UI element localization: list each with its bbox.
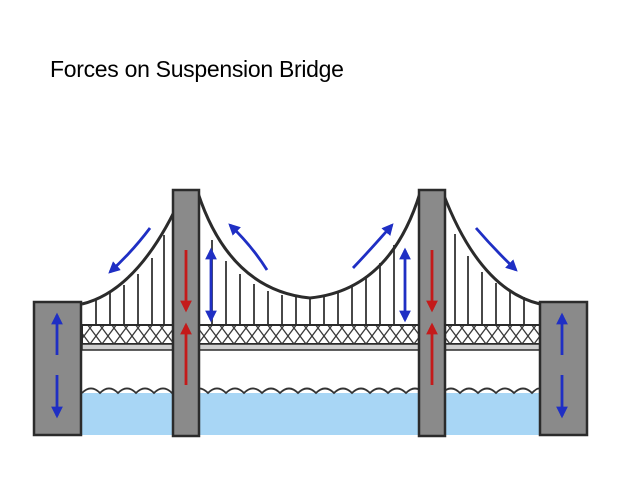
suspender-cables [95, 234, 525, 325]
water [81, 387, 541, 435]
bridge-deck [81, 324, 541, 351]
tension-arrow-left-cable-icon [108, 227, 152, 274]
left-tower [171, 188, 201, 438]
tension-arrow-center-right-cable-icon [351, 223, 394, 269]
anchorage-arrows [51, 312, 568, 419]
tension-arrows [108, 223, 518, 274]
suspender-tension-arrows [205, 247, 411, 323]
slide-title: Forces on Suspension Bridge [50, 56, 344, 82]
right-anchorage [538, 300, 589, 437]
tension-arrow-center-left-cable-icon [228, 223, 269, 271]
compression-arrows [180, 250, 438, 385]
tension-arrow-right-cable-icon [474, 227, 518, 272]
main-cables [81, 192, 541, 306]
right-tower [417, 188, 447, 438]
